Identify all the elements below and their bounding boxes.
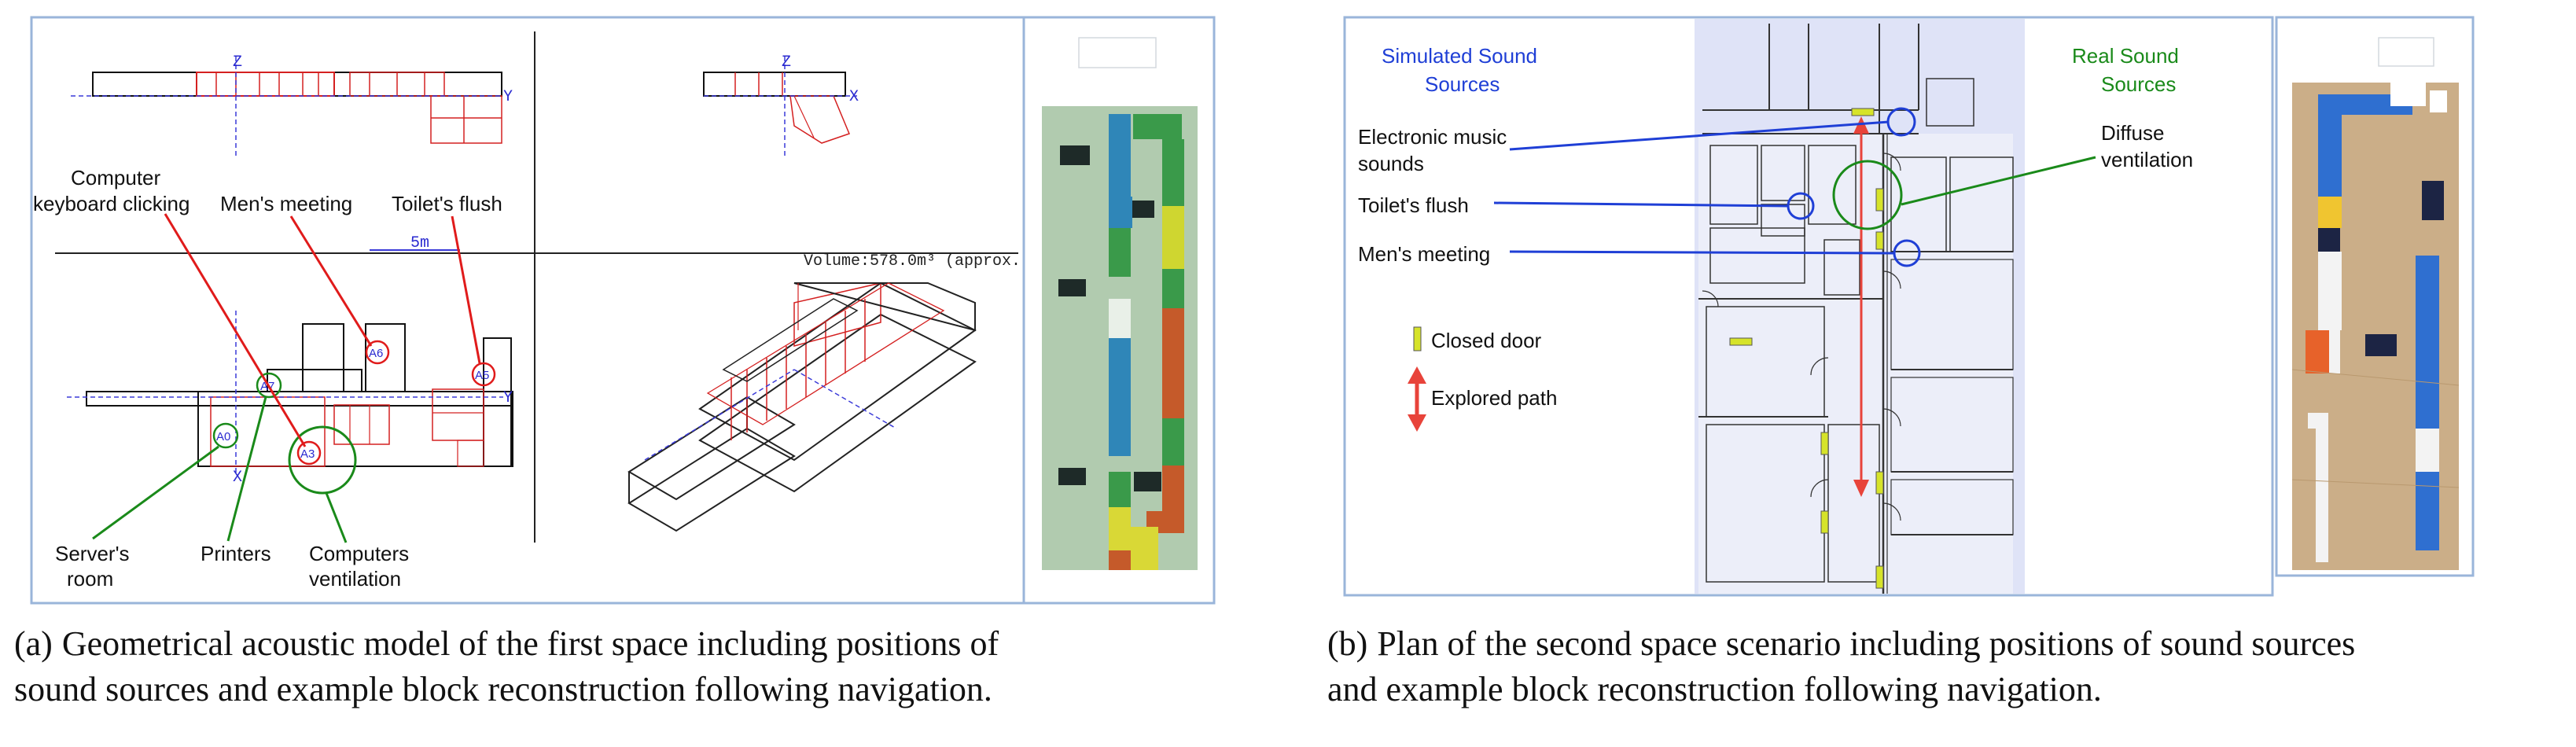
caption-b-text-line1: Plan of the second space scenario includ… xyxy=(1377,624,2356,663)
closed-doors xyxy=(1729,108,1884,589)
caption-a-text-line2: sound sources and example block reconstr… xyxy=(14,670,992,708)
caption-a-text-line1: Geometrical acoustic model of the first … xyxy=(61,624,999,663)
legend-closed-door-swatch xyxy=(1413,326,1422,351)
label-electronic-music-line2: sounds xyxy=(1358,152,1424,175)
label-diffuse-ventilation-line2: ventilation xyxy=(2101,148,2193,171)
scale-label: 5m xyxy=(410,234,429,252)
label-toilets-flush-b: Toilet's flush xyxy=(1358,193,1469,217)
caption-a-tag: (a) xyxy=(14,624,53,663)
panel-b: Simulated Sound Sources Real Sound Sourc… xyxy=(1343,16,2475,597)
block-reconstruction-photo-a xyxy=(1022,16,1216,605)
label-computer-keyboard-line1: Computer xyxy=(71,166,160,190)
source-a5-id: A5 xyxy=(475,369,489,382)
real-sources-heading-line2: Sources xyxy=(2101,72,2176,96)
computers-ventilation-marker xyxy=(288,425,357,495)
legend-closed-door-label: Closed door xyxy=(1431,329,1542,352)
label-servers-room-line1: Server's xyxy=(55,542,130,565)
label-printers: Printers xyxy=(201,542,271,565)
block-reconstruction-photo-b xyxy=(2275,16,2475,577)
axis-z-label-front: Z xyxy=(782,53,791,72)
real-sources-heading-line1: Real Sound xyxy=(2072,44,2179,68)
axis-z-label: Z xyxy=(233,53,242,72)
source-a0-marker xyxy=(212,422,239,449)
simulated-sources-heading-line2: Sources xyxy=(1425,72,1500,96)
label-diffuse-ventilation-line1: Diffuse xyxy=(2101,121,2164,145)
source-a6-marker xyxy=(365,340,390,365)
floor-plan xyxy=(1695,19,2025,594)
axis-y-label-plan: Y xyxy=(503,389,513,407)
label-electronic-music-line1: Electronic music xyxy=(1358,125,1507,149)
axis-x-label-plan: X xyxy=(233,469,242,487)
legend-explored-path-arrow xyxy=(1408,366,1426,432)
axis-x-label-front: X xyxy=(849,88,859,106)
source-a3-id: A3 xyxy=(300,447,315,461)
panel-a: Z Y Z X 5m Volume:578.0m³ (approx.) xyxy=(30,16,1216,605)
caption-a-line1: (a)Geometrical acoustic model of the fir… xyxy=(14,621,999,667)
axis-y-label: Y xyxy=(503,88,513,106)
label-mens-meeting-b: Men's meeting xyxy=(1358,242,1490,266)
legend: Closed door Explored path xyxy=(1408,326,1557,432)
source-a5-marker xyxy=(471,362,496,387)
caption-b-tag: (b) xyxy=(1327,624,1368,663)
label-mens-meeting: Men's meeting xyxy=(220,192,352,215)
source-a6-id: A6 xyxy=(369,347,383,360)
ventilation-source-marker xyxy=(1832,160,1903,230)
label-servers-room-line2: room xyxy=(67,567,113,591)
volume-label: Volume:578.0m³ (approx.) xyxy=(804,252,1030,270)
source-a7-marker xyxy=(256,372,282,399)
panel-a-annotations xyxy=(92,213,481,543)
caption-b-text-line2: and example block reconstruction followi… xyxy=(1327,670,2102,708)
legend-explored-path-label: Explored path xyxy=(1431,386,1557,410)
source-a3-marker xyxy=(296,440,322,465)
elevation-view-right: Z X xyxy=(703,53,859,157)
source-a0-id: A0 xyxy=(216,430,230,443)
label-computers-ventilation-line2: ventilation xyxy=(309,567,401,591)
model-3d-view xyxy=(627,282,977,532)
label-computer-keyboard-line2: keyboard clicking xyxy=(33,192,190,215)
caption-b-line1: (b)Plan of the second space scenario inc… xyxy=(1327,621,2355,667)
panel-a-frame xyxy=(30,16,1025,605)
label-computers-ventilation-line1: Computers xyxy=(309,542,409,565)
simulated-sources-heading-line1: Simulated Sound xyxy=(1382,44,1537,68)
elevation-view-left: Z Y xyxy=(71,53,513,157)
label-toilets-flush: Toilet's flush xyxy=(392,192,502,215)
plan-view: Y X A6 A5 A0 A7 A3 xyxy=(67,311,513,495)
